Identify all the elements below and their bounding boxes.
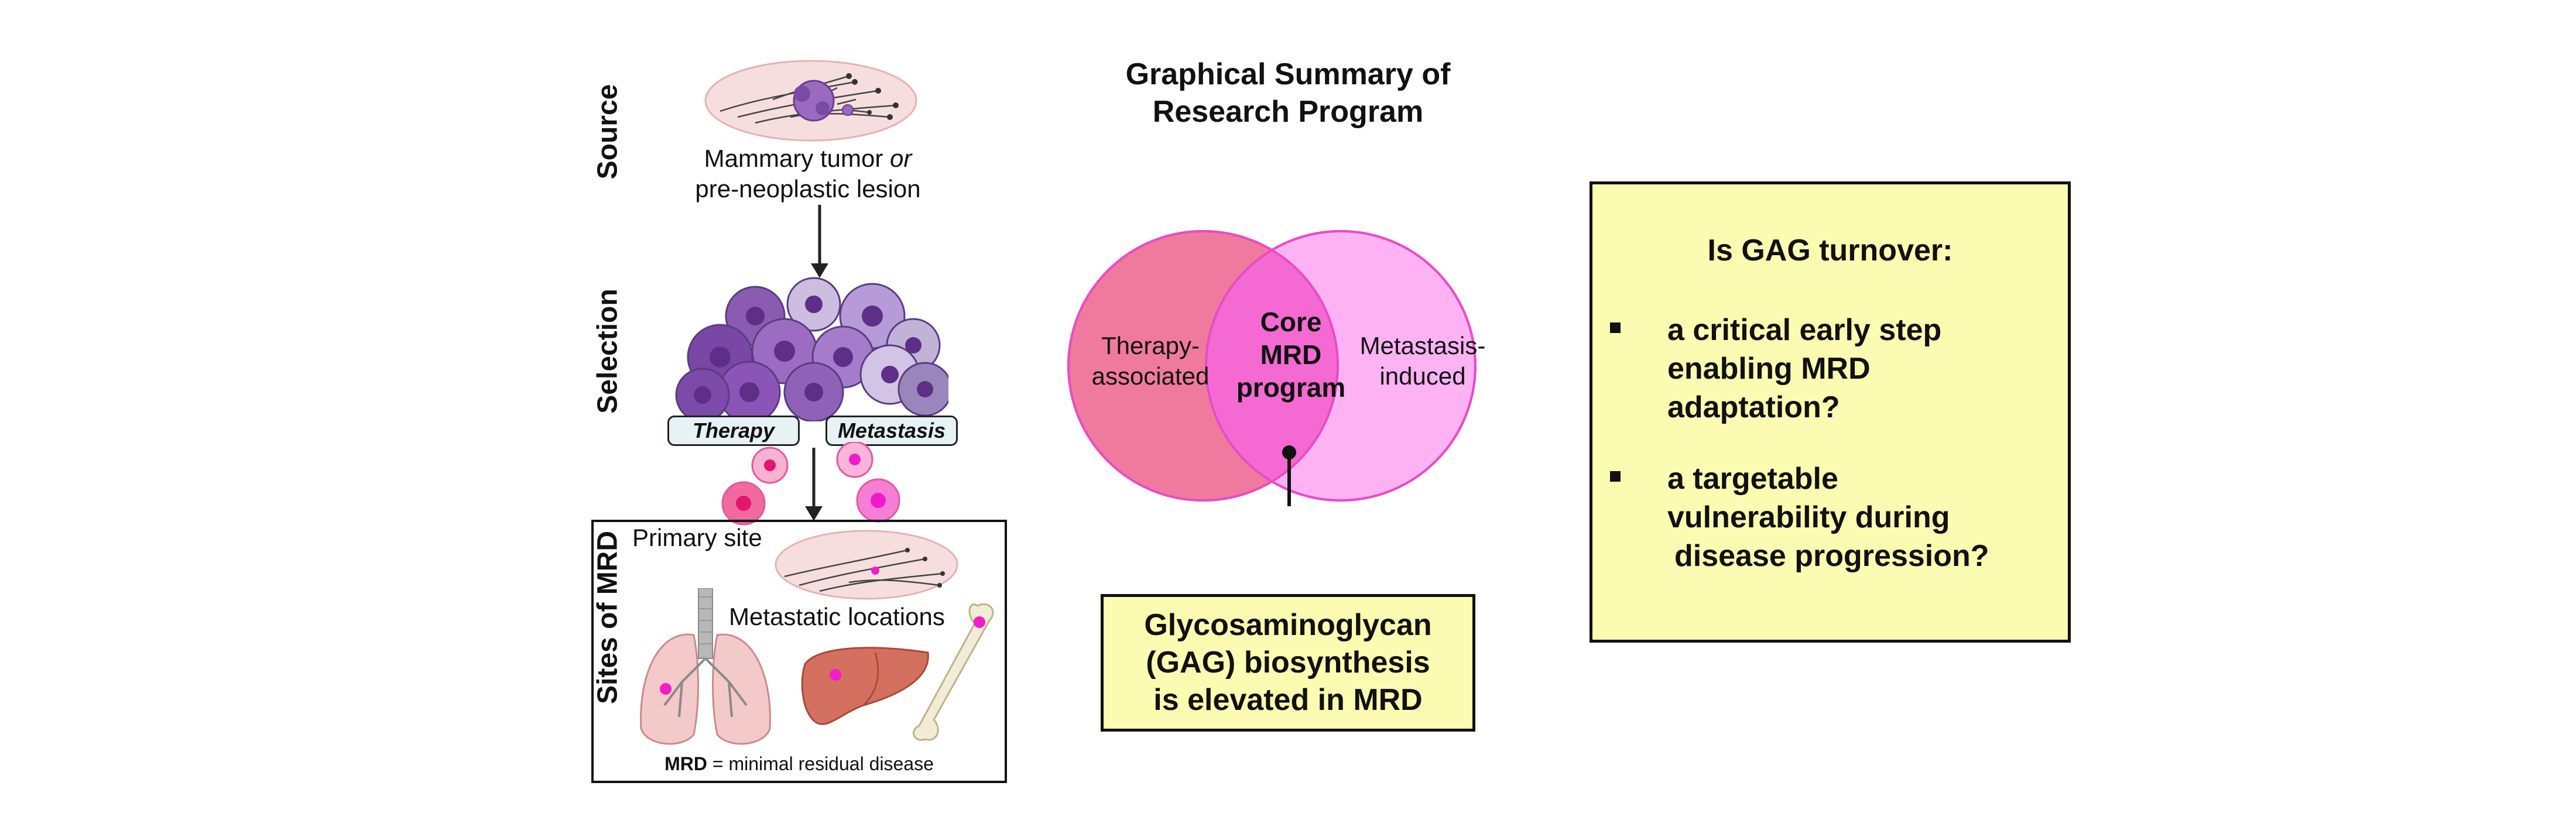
venn-center-label-line2: MRD [1260,339,1322,370]
venn-center-label: Core MRD program [1221,306,1361,404]
source-section-label: Source [592,84,624,180]
source-caption-line2: pre-neoplastic lesion [695,175,921,203]
lungs-icon [640,588,771,745]
question-1-line3: adaptation? [1667,390,1840,424]
mrd-footnote: MRD = minimal residual disease [594,753,1004,775]
callout-line-1: Glycosaminoglycan [1144,608,1432,642]
source-caption-or: or [890,145,912,172]
residual-cells-illustration [721,442,900,526]
primary-site-label: Primary site [632,524,762,551]
mrd-footnote-abbrev: MRD [664,753,708,774]
mrd-footnote-definition: = minimal residual disease [707,753,934,774]
question-bullet-2: a targetable vulnerability during diseas… [1610,459,2068,575]
title-line-2: Research Program [1152,95,1424,129]
venn-center-label-line3: program [1236,372,1346,403]
gag-callout-box: Glycosaminoglycan (GAG) biosynthesis is … [1101,594,1475,732]
venn-left-label-line2: associated [1091,362,1210,390]
question-2-line3: disease progression? [1674,539,1989,573]
selection-section-label: Selection [592,289,624,414]
venn-connector-dot [1282,445,1296,459]
questions-heading: Is GAG turnover: [1707,234,1953,267]
venn-center-label-line1: Core [1260,307,1322,337]
question-1-line1: a critical early step [1667,313,1942,347]
bone-icon [912,603,994,741]
bullet-square-icon-2 [1610,471,1621,482]
therapy-label: Therapy [667,416,800,446]
arrow-down-icon-2 [805,448,823,521]
source-caption-text: Mammary tumor [704,145,890,172]
metastatic-locations-label: Metastatic locations [729,603,945,630]
source-caption: Mammary tumor or pre-neoplastic lesion [667,143,948,204]
tumor-cell-cluster-illustration [675,277,948,421]
research-questions-box: Is GAG turnover: a critical early step e… [1590,181,2071,643]
sites-of-mrd-box [591,520,1007,783]
question-1-line2: enabling MRD [1667,352,1871,386]
venn-right-label-line2: induced [1379,362,1466,390]
question-2-line2: vulnerability during [1667,500,1950,534]
callout-line-2: (GAG) biosynthesis [1146,646,1430,679]
liver-icon [801,647,929,725]
venn-left-label: Therapy- associated [1080,331,1221,392]
venn-overlap [1206,231,1338,500]
venn-diagram [1067,230,1477,506]
callout-line-3: is elevated in MRD [1153,683,1423,717]
question-bullet-1: a critical early step enabling MRD adapt… [1610,311,2068,427]
question-2-line1: a targetable [1667,462,1838,496]
primary-site-tissue-illustration [775,530,958,600]
venn-right-label-line1: Metastasis- [1359,332,1486,359]
bullet-square-icon [1610,322,1621,333]
metastasis-label: Metastasis [825,416,958,446]
mammary-tissue-illustration [704,60,917,142]
title-line-1: Graphical Summary of [1125,57,1451,91]
diagram-title: Graphical Summary of Research Program [1042,56,1534,131]
arrow-down-icon [811,205,828,278]
venn-left-label-line1: Therapy- [1101,332,1200,359]
venn-right-label: Metastasis- induced [1347,331,1499,392]
